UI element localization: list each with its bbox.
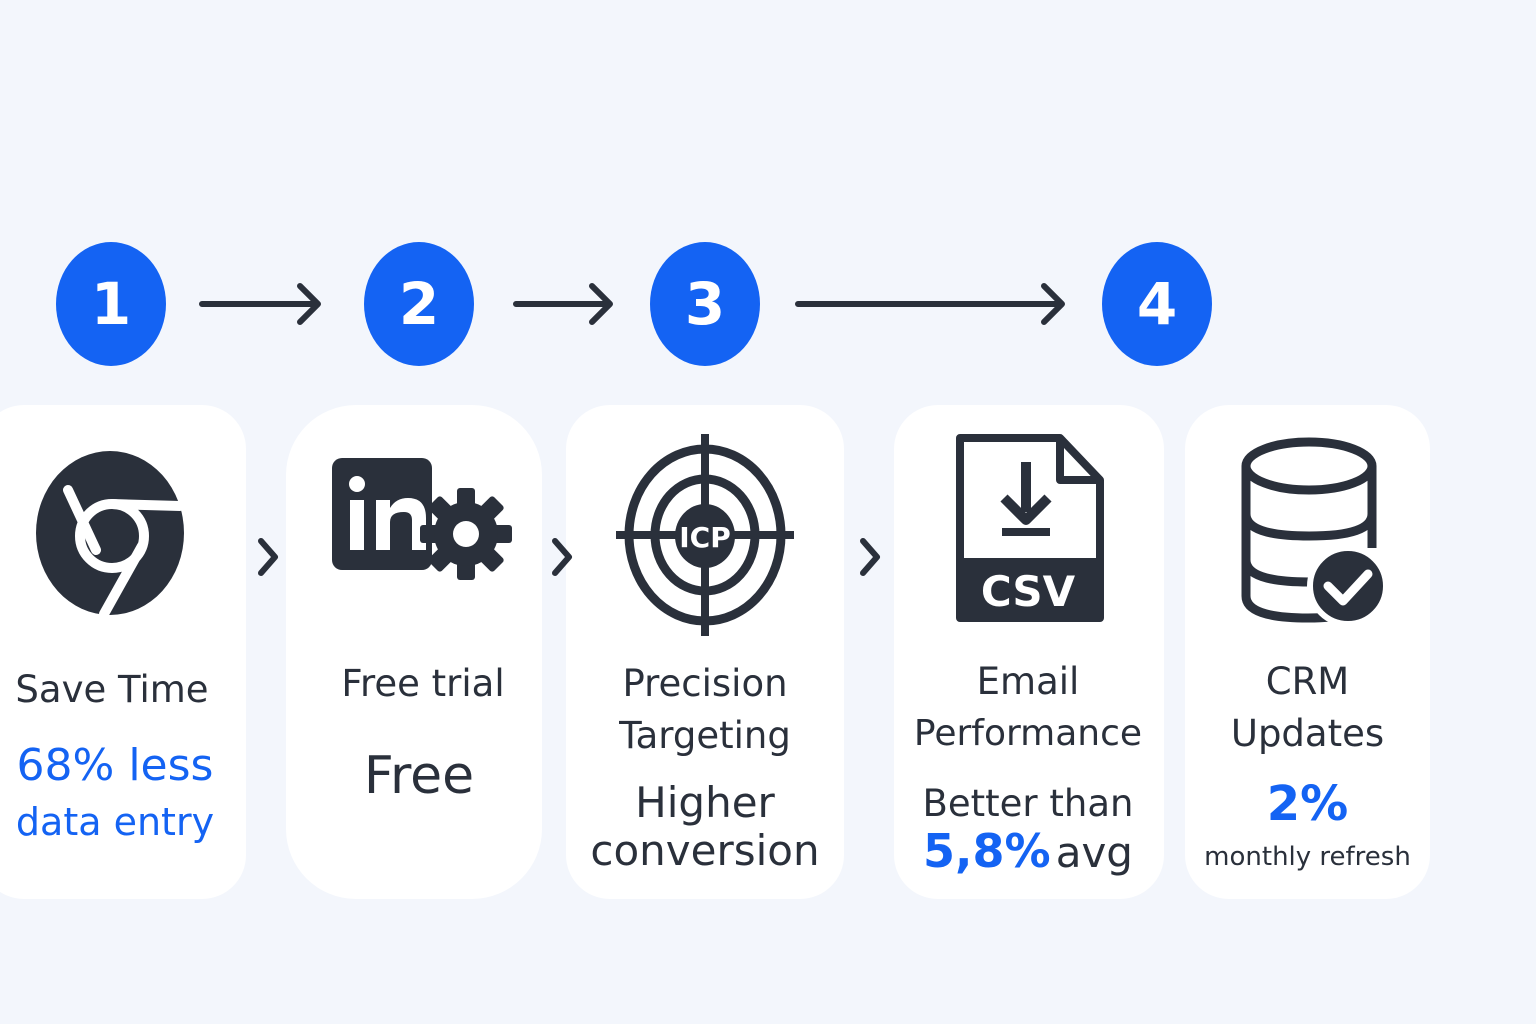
card-value-highlight: 5,8% <box>923 824 1051 878</box>
icon-label: ICP <box>679 521 731 554</box>
card-value: 2% <box>1266 776 1349 832</box>
target-icp-icon: ICP <box>616 434 794 636</box>
card-value-suffix: avg <box>1055 828 1133 877</box>
card-value-line-2: 5,8% avg <box>894 824 1162 878</box>
card-value-line-1: Better than <box>922 782 1134 825</box>
card-title-line-2: Performance <box>913 713 1143 754</box>
card-title-line-1: Email <box>976 660 1080 703</box>
step-1-badge: 1 <box>56 242 166 366</box>
card-title: Free trial <box>341 662 505 705</box>
card-title: Save Time <box>15 668 209 711</box>
linkedin-gear-icon <box>332 458 512 580</box>
card-title-line-2: Updates <box>1230 712 1385 755</box>
step-3-badge: 3 <box>650 242 760 366</box>
csv-download-icon: CSV <box>956 434 1104 622</box>
step-4-badge: 4 <box>1102 242 1212 366</box>
card-value: 68% less <box>16 740 214 791</box>
card-value: Free <box>363 746 475 806</box>
card-detail: data entry <box>15 800 215 844</box>
card-detail: monthly refresh <box>1204 842 1411 872</box>
chevron-right-icon <box>552 538 572 576</box>
card-value-line-2: conversion <box>590 826 820 875</box>
card-value-line-1: Higher <box>635 778 775 827</box>
card-title-line-1: CRM <box>1265 660 1350 703</box>
icon-label: CSV <box>981 567 1076 616</box>
chevron-right-icon <box>860 538 880 576</box>
database-check-icon <box>1241 437 1389 627</box>
card-title-line-2: Targeting <box>619 714 791 757</box>
chevron-right-icon <box>258 538 278 576</box>
arrow-right-icon <box>513 283 613 325</box>
step-2-badge: 2 <box>364 242 474 366</box>
arrow-right-icon <box>199 283 321 325</box>
card-title-line-1: Precision <box>622 662 788 705</box>
chrome-icon <box>36 451 185 616</box>
arrow-right-icon <box>795 283 1065 325</box>
